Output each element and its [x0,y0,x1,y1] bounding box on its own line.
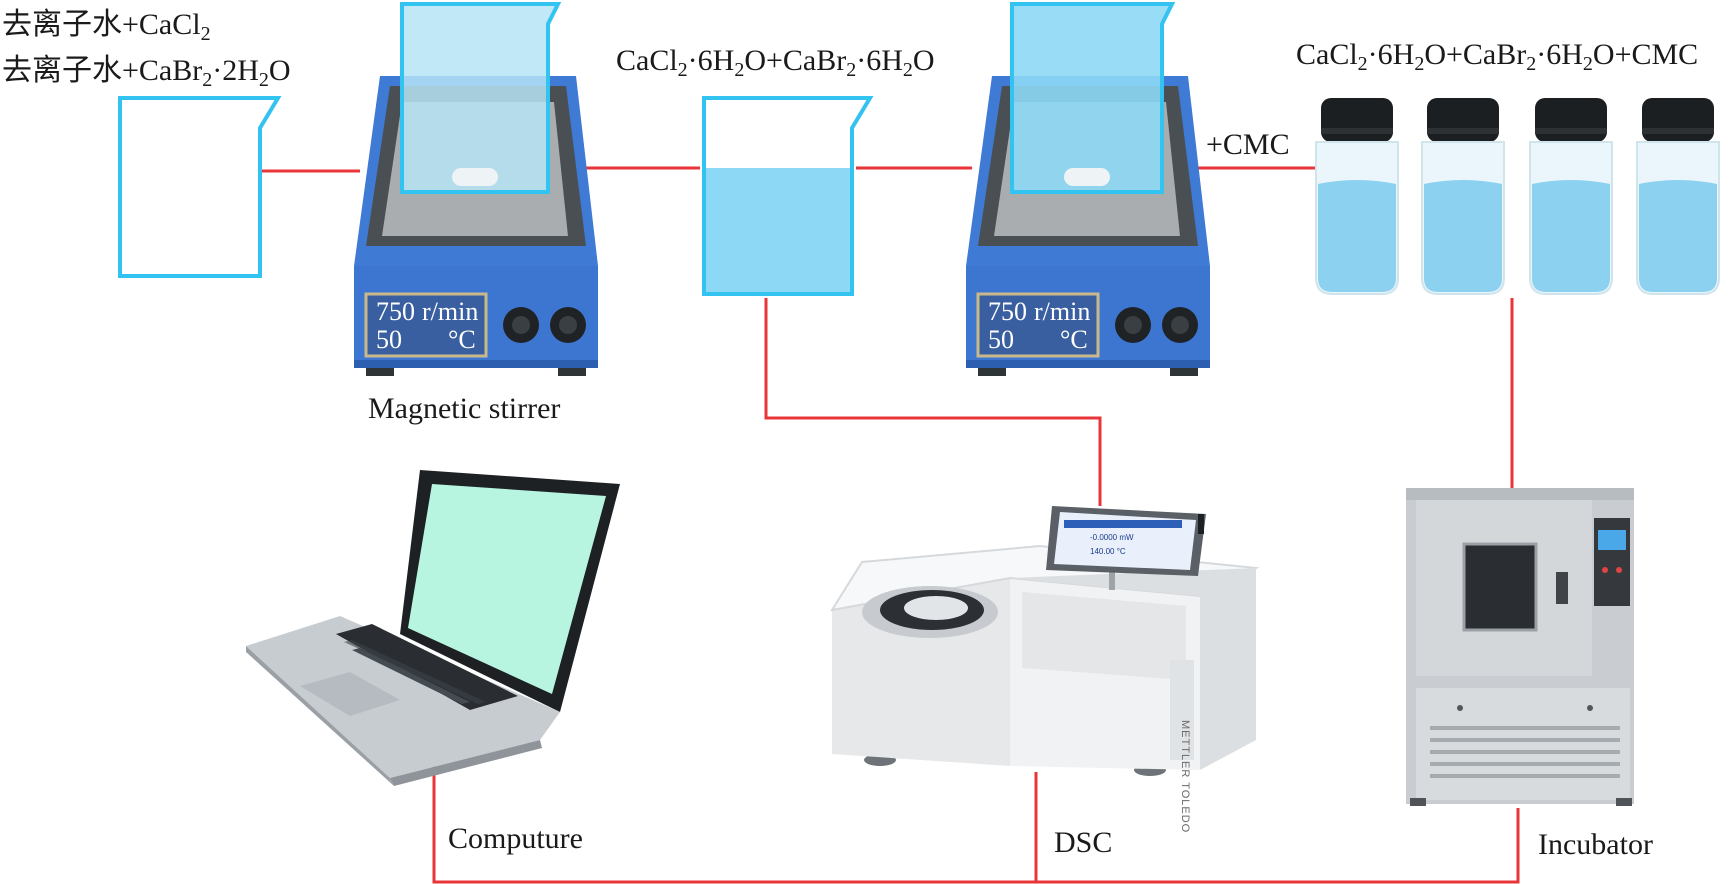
incubator-vents [1430,726,1620,778]
connector-bottom-bus [432,762,1520,884]
laptop-screen [408,484,606,694]
laptop-keyboard [336,624,518,710]
laptop-icon [246,470,620,786]
label-magnetic-stirrer: Magnetic stirrer [368,392,561,425]
beaker-empty-icon [118,96,282,278]
stirrer1-speed-unit: r/min [422,297,478,326]
stir-bar-2-icon [1064,168,1110,186]
stirrer1-temp-value: 50 [376,325,402,354]
dsc-screen-row1: -0.0000 mW [1090,533,1134,542]
label-dsc: DSC [1054,826,1113,859]
label-incubator: Incubator [1538,828,1653,861]
connector-beaker-to-dsc [764,298,1102,506]
stirrer2-temp-value: 50 [988,325,1014,354]
vial-icon [1315,98,1399,295]
stirrer1-beaker-icon [400,2,562,194]
vials [1315,98,1720,295]
magnetic-stirrer-2 [966,2,1210,376]
incubator-display [1598,530,1626,550]
incubator-icon [1406,488,1634,806]
vial-icon [1636,98,1720,295]
laptop-trackpad [300,672,400,716]
stirrer2-speed-value: 750 [988,297,1027,326]
label-input-line2: 去离子水+CaBr2·2H2O [2,54,291,91]
magnetic-stirrer-1 [354,2,598,376]
dsc-instrument-icon: METTLER TOLEDO -0.0000 mW 140.00 °C [829,506,1260,833]
incubator-window [1462,542,1538,632]
stirrer1-temp-unit: °C [448,325,476,354]
label-computer: Computure [448,822,583,855]
stir-bar-icon [452,168,498,186]
incubator-lower-panel [1416,688,1630,800]
stirrer2-speed-unit: r/min [1034,297,1090,326]
stirrer-display [364,292,488,358]
label-mix1-formula: CaCl2·6H2O+CaBr2·6H2O [616,44,935,81]
label-input-line1: 去离子水+CaCl2 [2,8,211,45]
stirrer2-temp-unit: °C [1060,325,1088,354]
incubator-handle [1556,572,1568,604]
vial-icon [1529,98,1613,295]
vial-icon [1421,98,1505,295]
laptop-base [246,616,560,778]
stirrer1-speed-value: 750 [376,297,415,326]
connector-lines [258,166,1520,884]
stirrer2-beaker-icon [1010,2,1176,194]
dsc-brand-text: METTLER TOLEDO [1179,720,1191,833]
label-plus-cmc: +CMC [1206,128,1290,161]
dsc-screen-row2: 140.00 °C [1090,547,1126,556]
stirrer2-display [976,292,1100,358]
label-mix2-formula: CaCl2·6H2O+CaBr2·6H2O+CMC [1296,38,1699,75]
beaker-filled-icon [702,96,874,296]
